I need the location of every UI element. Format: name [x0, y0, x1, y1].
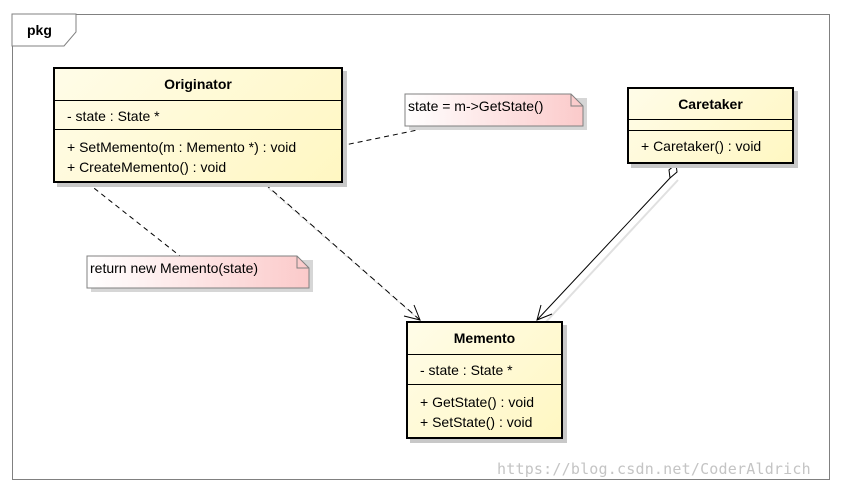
note-return-memento[interactable]: return new Memento(state) — [90, 260, 259, 276]
note-getstate[interactable]: state = m->GetState() — [408, 98, 544, 114]
aggregation-shadow — [543, 179, 679, 325]
operation-setmemento: + SetMemento(m : Memento *) : void — [67, 139, 297, 155]
class-caretaker[interactable]: Caretaker + Caretaker() : void — [627, 87, 794, 164]
dependency-line — [264, 183, 421, 321]
attribute-state: - state : State * — [420, 362, 513, 378]
package-frame — [12, 14, 830, 480]
class-name: Memento — [408, 323, 561, 355]
operations-section: + GetState() : void + SetState() : void — [408, 385, 561, 432]
note-link-return — [65, 165, 181, 257]
attributes-section: - state : State * — [408, 355, 561, 385]
note-getstate-fold — [570, 94, 583, 107]
operations-section: + SetMemento(m : Memento *) : void + Cre… — [55, 130, 341, 177]
aggregation-arrowhead — [536, 304, 553, 321]
attributes-section: - state : State * — [55, 101, 341, 130]
class-memento[interactable]: Memento - state : State * + GetState() :… — [406, 321, 563, 439]
operation-setstate: + SetState() : void — [420, 414, 533, 430]
note-return-shape — [86, 255, 310, 289]
note-link-getstate — [339, 126, 433, 147]
package-label: pkg — [27, 22, 52, 38]
watermark: https://blog.csdn.net/CoderAldrich — [497, 460, 811, 478]
dependency-arrowhead — [403, 304, 421, 321]
aggregation-line — [536, 177, 671, 321]
class-originator[interactable]: Originator - state : State * + SetMement… — [53, 67, 343, 183]
dependency-shadow — [267, 187, 425, 325]
operation-getstate: + GetState() : void — [420, 394, 534, 410]
class-name: Caretaker — [629, 89, 792, 120]
operation-caretaker: + Caretaker() : void — [641, 138, 762, 154]
aggregation-diamond — [668, 163, 678, 179]
attribute-state: - state : State * — [67, 108, 160, 124]
package-tab — [11, 13, 77, 47]
note-getstate-shape — [404, 93, 584, 127]
class-name: Originator — [55, 69, 341, 101]
operations-section: + Caretaker() : void — [629, 131, 792, 156]
attributes-section — [629, 120, 792, 131]
operation-creatememento: + CreateMemento() : void — [67, 159, 227, 175]
note-return-fold — [296, 256, 309, 269]
